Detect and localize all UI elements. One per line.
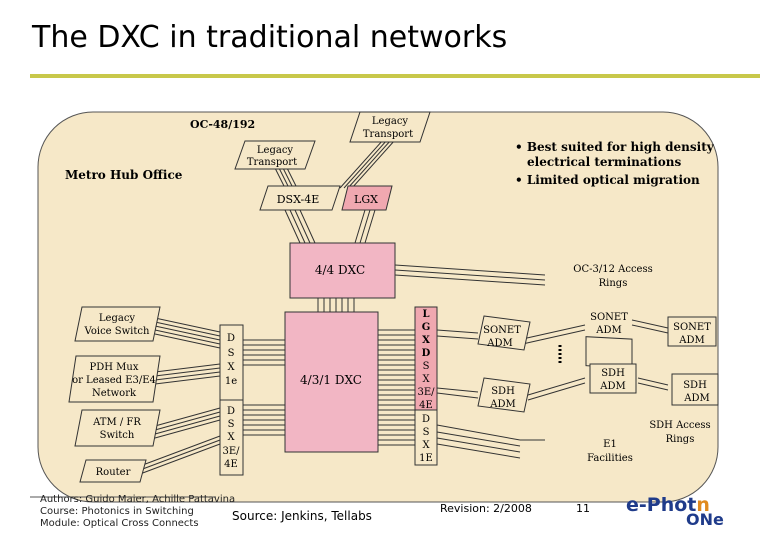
sdh-adm-1-box [477,377,531,413]
dsx1e-left-1e: 1e [225,376,237,387]
sonet-adm-1-l2: ADM [486,338,512,349]
pdh-mux-label-2: or Leased E3/E4 [72,375,156,386]
page-title: The DXC in traditional networks [32,20,508,55]
e1-fac-l1: E1 [603,439,617,450]
title-rule [30,74,760,78]
sdh-adm-3-l1: SDH [683,380,707,391]
router-box [79,459,147,483]
lgx-dsx-s: S [423,361,430,372]
sonet-adm-3-l1: SONET [673,322,711,333]
legacy-transport-mid-box [234,140,316,170]
router-label: Router [96,467,131,478]
sonet-adm-2-l1: SONET [590,312,628,323]
sdh-rings-l1: SDH Access [649,420,710,431]
dxc-4-3-1-label: 4/3/1 DXC [300,373,362,387]
sdh-adm-2-l2: ADM [599,381,625,392]
dsx1e-left-s: S [228,348,235,359]
footer-source: Source: Jenkins, Tellabs [232,509,372,523]
legacy-transport-top-label-2: Transport [363,129,413,140]
metro-hub-label: Metro Hub Office [65,168,183,182]
dsx1e-left-x: X [227,362,235,373]
dsx4e-box [259,185,341,211]
sdh-rings-l2: Rings [666,434,695,445]
legacy-transport-top-label-1: Legacy [372,116,409,127]
note-line-2: electrical terminations [527,155,681,169]
atm-fr-switch-box [74,409,161,447]
sdh-adm-3-l2: ADM [683,393,709,404]
dsx1e-right-x: X [422,440,430,451]
logo-part-b: n [696,494,710,516]
dsx1e-right-s: S [423,427,430,438]
lgx-label: LGX [354,193,378,206]
legacy-transport-mid-label-1: Legacy [257,145,294,156]
footer-revision: Revision: 2/2008 [440,502,532,515]
dxc-4-3-1-box [284,311,379,453]
sonet-adm-2-l2: ADM [595,325,621,336]
logo-part-c: ONe [686,510,724,529]
dsx3e-4e: 4E [224,459,238,470]
sdh-adm-1-l1: SDH [491,386,515,397]
sonet-adm-1-box [477,315,531,351]
logo-part-a: e-Phot [626,494,697,516]
dsx1e-right-1e: 1E [419,453,433,464]
pdh-mux-label-1: PDH Mux [90,362,139,373]
note-line-3: • Limited optical migration [515,173,700,187]
sdh-adm-1-l2: ADM [489,399,515,410]
legacy-transport-mid-label-2: Transport [247,157,297,168]
atm-fr-label-2: Switch [100,430,135,441]
atm-fr-label-1: ATM / FR [92,417,141,428]
footer-page-number: 11 [576,502,590,515]
dxc-4-4-box [289,242,396,299]
link-bundles [139,139,669,475]
legacy-voice-switch-box [74,306,161,342]
e1-fac-l2: Facilities [587,453,633,464]
lgx-dsx-3e: 3E/ [417,387,435,398]
sdh-adm-2-l1: SDH [601,368,625,379]
lgx-dsx-g: G [422,322,431,333]
dsx1e-left-d: D [227,333,235,344]
lgx-dsx-d: D [422,348,431,359]
sonet-adm-2-box [585,336,633,369]
footer-authors-line-3: Module: Optical Cross Connects [40,518,199,529]
sdh-adm-2-box [589,363,637,394]
oc312-label-2: Rings [599,278,628,289]
lgx-dsx-4e: 4E [419,400,433,411]
oc48-label: OC-48/192 [190,118,255,131]
dsx1e-right-box [414,409,438,466]
lgx-box [341,185,393,211]
dsx1e-right-d: D [422,414,430,425]
sdh-adm-3-box [671,373,719,406]
dsx3e-s: S [228,419,235,430]
footer-authors: Authors: Guido Maier, Achille Pattavina … [40,494,235,530]
dsx3e-x: X [227,432,235,443]
oc312-label-1: OC-3/12 Access [573,264,652,275]
lgx-dsx-l: L [422,309,429,320]
dsx4e-label: DSX-4E [277,193,320,206]
legacy-voice-label-2: Voice Switch [84,326,150,337]
ephoton-logo: e-Photn ONe [626,494,724,529]
pdh-mux-label-3: Network [92,388,137,399]
legacy-transport-top-box [349,111,431,143]
sonet-adm-1-l1: SONET [483,325,521,336]
pdh-mux-box [68,355,161,403]
dsx3e-3e: 3E/ [222,446,240,457]
dsx3e-box [219,399,244,476]
sonet-adm-3-l2: ADM [678,335,704,346]
dxc-4-4-label: 4/4 DXC [315,263,365,277]
footer-authors-line-2: Course: Photonics in Switching [40,506,194,517]
dsx3e-d: D [227,406,235,417]
sonet-adm-3-box [667,316,717,347]
note-line-1: • Best suited for high density [515,140,715,154]
lgx-dsx-x2: X [422,374,430,385]
footer-authors-line-1: Authors: Guido Maier, Achille Pattavina [40,494,236,505]
lgx-dsx-x: X [422,335,430,346]
legacy-voice-label-1: Legacy [99,313,136,324]
